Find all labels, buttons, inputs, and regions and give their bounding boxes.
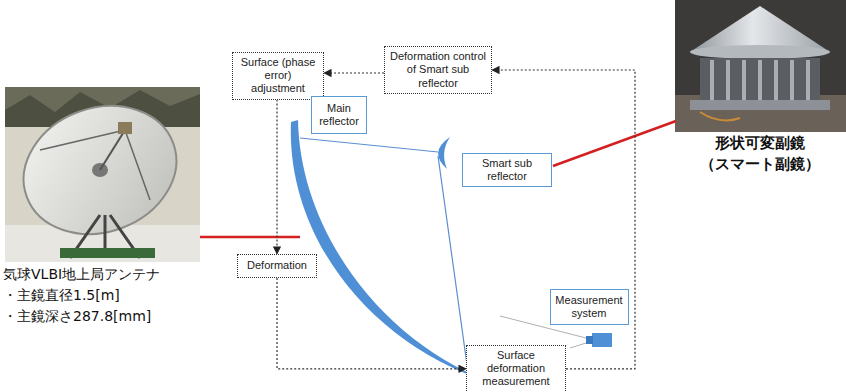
caption-label: （スマート副鏡） [685,155,835,174]
caption-label: ・主鏡直径1.5[m] [3,287,120,305]
box-text: Surface (phase error) adjustment [237,56,319,96]
feedback-box: Surface (phase error) adjustment [232,52,324,100]
main-reflector-shape [291,120,490,382]
flow-arrow [324,72,384,73]
flow-arrow [277,278,466,369]
part-box: Main reflector [311,96,367,134]
box-text: Deformation control of Smart sub reflect… [389,50,487,90]
antenna-photo [5,85,200,262]
feedback-box: Surface deformation measurement [466,345,566,392]
part-box: Measurement system [550,289,629,325]
sub-reflector-shape [438,137,450,169]
caption-label: 気球VLBI地上局アンテナ [3,266,160,284]
caption-label: ・主鏡深さ287.8[mm] [3,308,151,326]
ray-line [300,138,438,152]
box-text: Surface deformation measurement [471,349,561,389]
caption-label: 形状可変副鏡 [685,134,835,153]
feedback-box: Deformation [237,254,317,278]
sub-reflector-photo [675,0,846,132]
flow-arrow [492,70,635,369]
feedback-box: Deformation control of Smart sub reflect… [384,46,492,94]
part-box: Smart sub reflector [462,153,552,187]
box-text: Main reflector [316,102,362,128]
flow-arrow [276,100,277,254]
ray-line [438,156,468,372]
box-text: Deformation [247,259,307,272]
leader-line [553,121,676,166]
leader-line [200,236,300,239]
box-text: Measurement system [555,294,624,320]
box-text: Smart sub reflector [467,157,547,183]
